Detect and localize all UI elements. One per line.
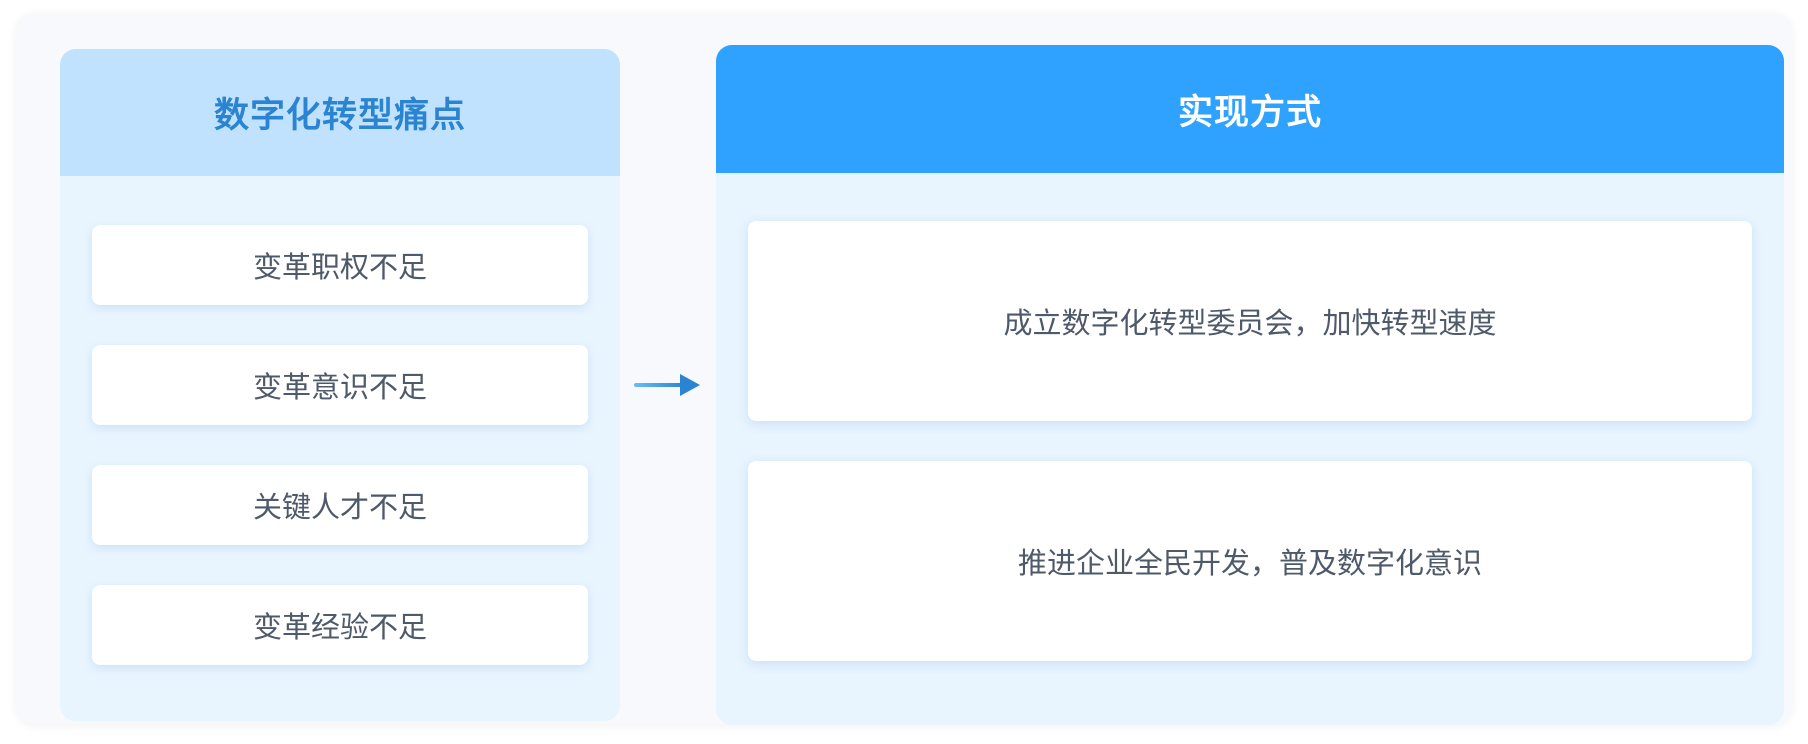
pain-point-item: 关键人才不足 [92, 465, 588, 545]
solution-label: 成立数字化转型委员会，加快转型速度 [1003, 306, 1497, 340]
pain-point-item: 变革经验不足 [92, 585, 588, 665]
solution-card: 推进企业全民开发，普及数字化意识 [748, 461, 1752, 661]
pain-points-panel: 数字化转型痛点 变革职权不足 变革意识不足 关键人才不足 变革经验不足 [60, 49, 620, 721]
pain-point-label: 变革意识不足 [252, 370, 427, 404]
diagram-container: 数字化转型痛点 变革职权不足 变革意识不足 关键人才不足 变革经验不足 实现方式… [16, 13, 1792, 725]
pain-points-title: 数字化转型痛点 [60, 49, 620, 176]
pain-point-item: 变革意识不足 [92, 345, 588, 425]
solution-card: 成立数字化转型委员会，加快转型速度 [748, 221, 1752, 421]
solution-label: 推进企业全民开发，普及数字化意识 [1017, 546, 1482, 580]
pain-point-item: 变革职权不足 [92, 225, 588, 305]
solutions-title: 实现方式 [716, 45, 1784, 173]
pain-point-label: 变革职权不足 [252, 250, 427, 284]
pain-point-label: 变革经验不足 [252, 610, 427, 644]
solutions-panel: 实现方式 成立数字化转型委员会，加快转型速度 推进企业全民开发，普及数字化意识 [716, 45, 1784, 725]
pain-point-label: 关键人才不足 [252, 490, 427, 524]
arrow-right-icon [634, 374, 700, 396]
